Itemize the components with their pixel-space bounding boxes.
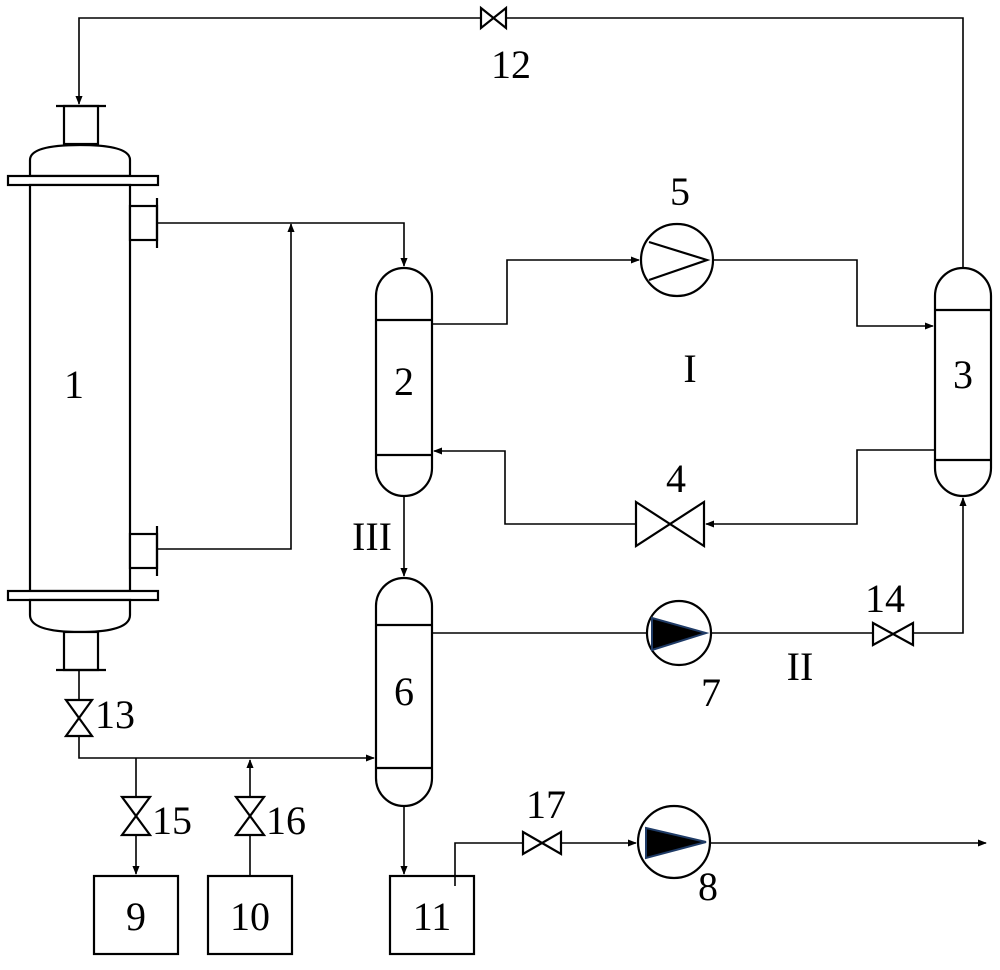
valve-15-label: 15 [152,798,192,843]
pipelines [75,17,987,886]
valve-17: 17 [521,782,566,856]
pipe-4-to-2 [433,447,636,525]
pipe-13-to-6 [78,736,375,762]
tank-9: 9 [92,874,180,956]
vessel-2-label: 2 [394,359,414,404]
pipe-1-lower-riser [157,223,295,550]
pipe-3-to-1-top [506,17,964,268]
tank-11-label: 11 [413,894,452,939]
valve-17-label: 17 [526,782,566,827]
valve-14: 14 [865,576,915,647]
valve-14-label: 14 [865,576,905,621]
column-1: 1 [6,104,160,672]
pump-8: 8 [636,804,718,909]
pipe-2-to-5 [432,256,640,325]
tank-11: 11 [388,874,476,956]
valve-16-label: 16 [266,798,306,843]
pipe-1-upper-to-2 [157,222,408,267]
vessel-3-label: 3 [953,352,973,397]
column-1-label: 1 [64,362,84,407]
valve-13-label: 13 [95,692,135,737]
pipe-5-to-3 [713,259,934,330]
vessel-6: 6 [374,576,434,808]
vessel-2: 2 [374,266,434,498]
pump-7: 7 [645,599,721,715]
pump-8-label: 8 [698,864,718,909]
valve-16: 16 [233,795,306,843]
vessel-6-label: 6 [394,669,414,714]
vessel-3: 3 [933,266,993,498]
valve-12: 12 [479,5,531,87]
tank-10: 10 [206,874,294,956]
pipe-3-to-4 [705,449,935,528]
pipe-12-to-1-top [75,17,481,105]
pump-7-label: 7 [701,670,721,715]
section-label-I: I [683,346,696,391]
section-label-III: III [352,514,392,559]
pipe-11-to-17 [454,842,523,886]
compressor-5-label: 5 [670,169,690,214]
compressor-5: 5 [639,169,715,298]
valve-15: 15 [119,795,192,843]
tank-9-label: 9 [126,894,146,939]
valve-13: 13 [63,692,135,738]
valve-12-label: 12 [491,42,531,87]
pipe-14-to-3 [913,497,967,634]
section-label-II: II [787,644,814,689]
tank-10-label: 10 [230,894,270,939]
valve-4: 4 [634,456,706,549]
valve-4-label: 4 [666,456,686,501]
